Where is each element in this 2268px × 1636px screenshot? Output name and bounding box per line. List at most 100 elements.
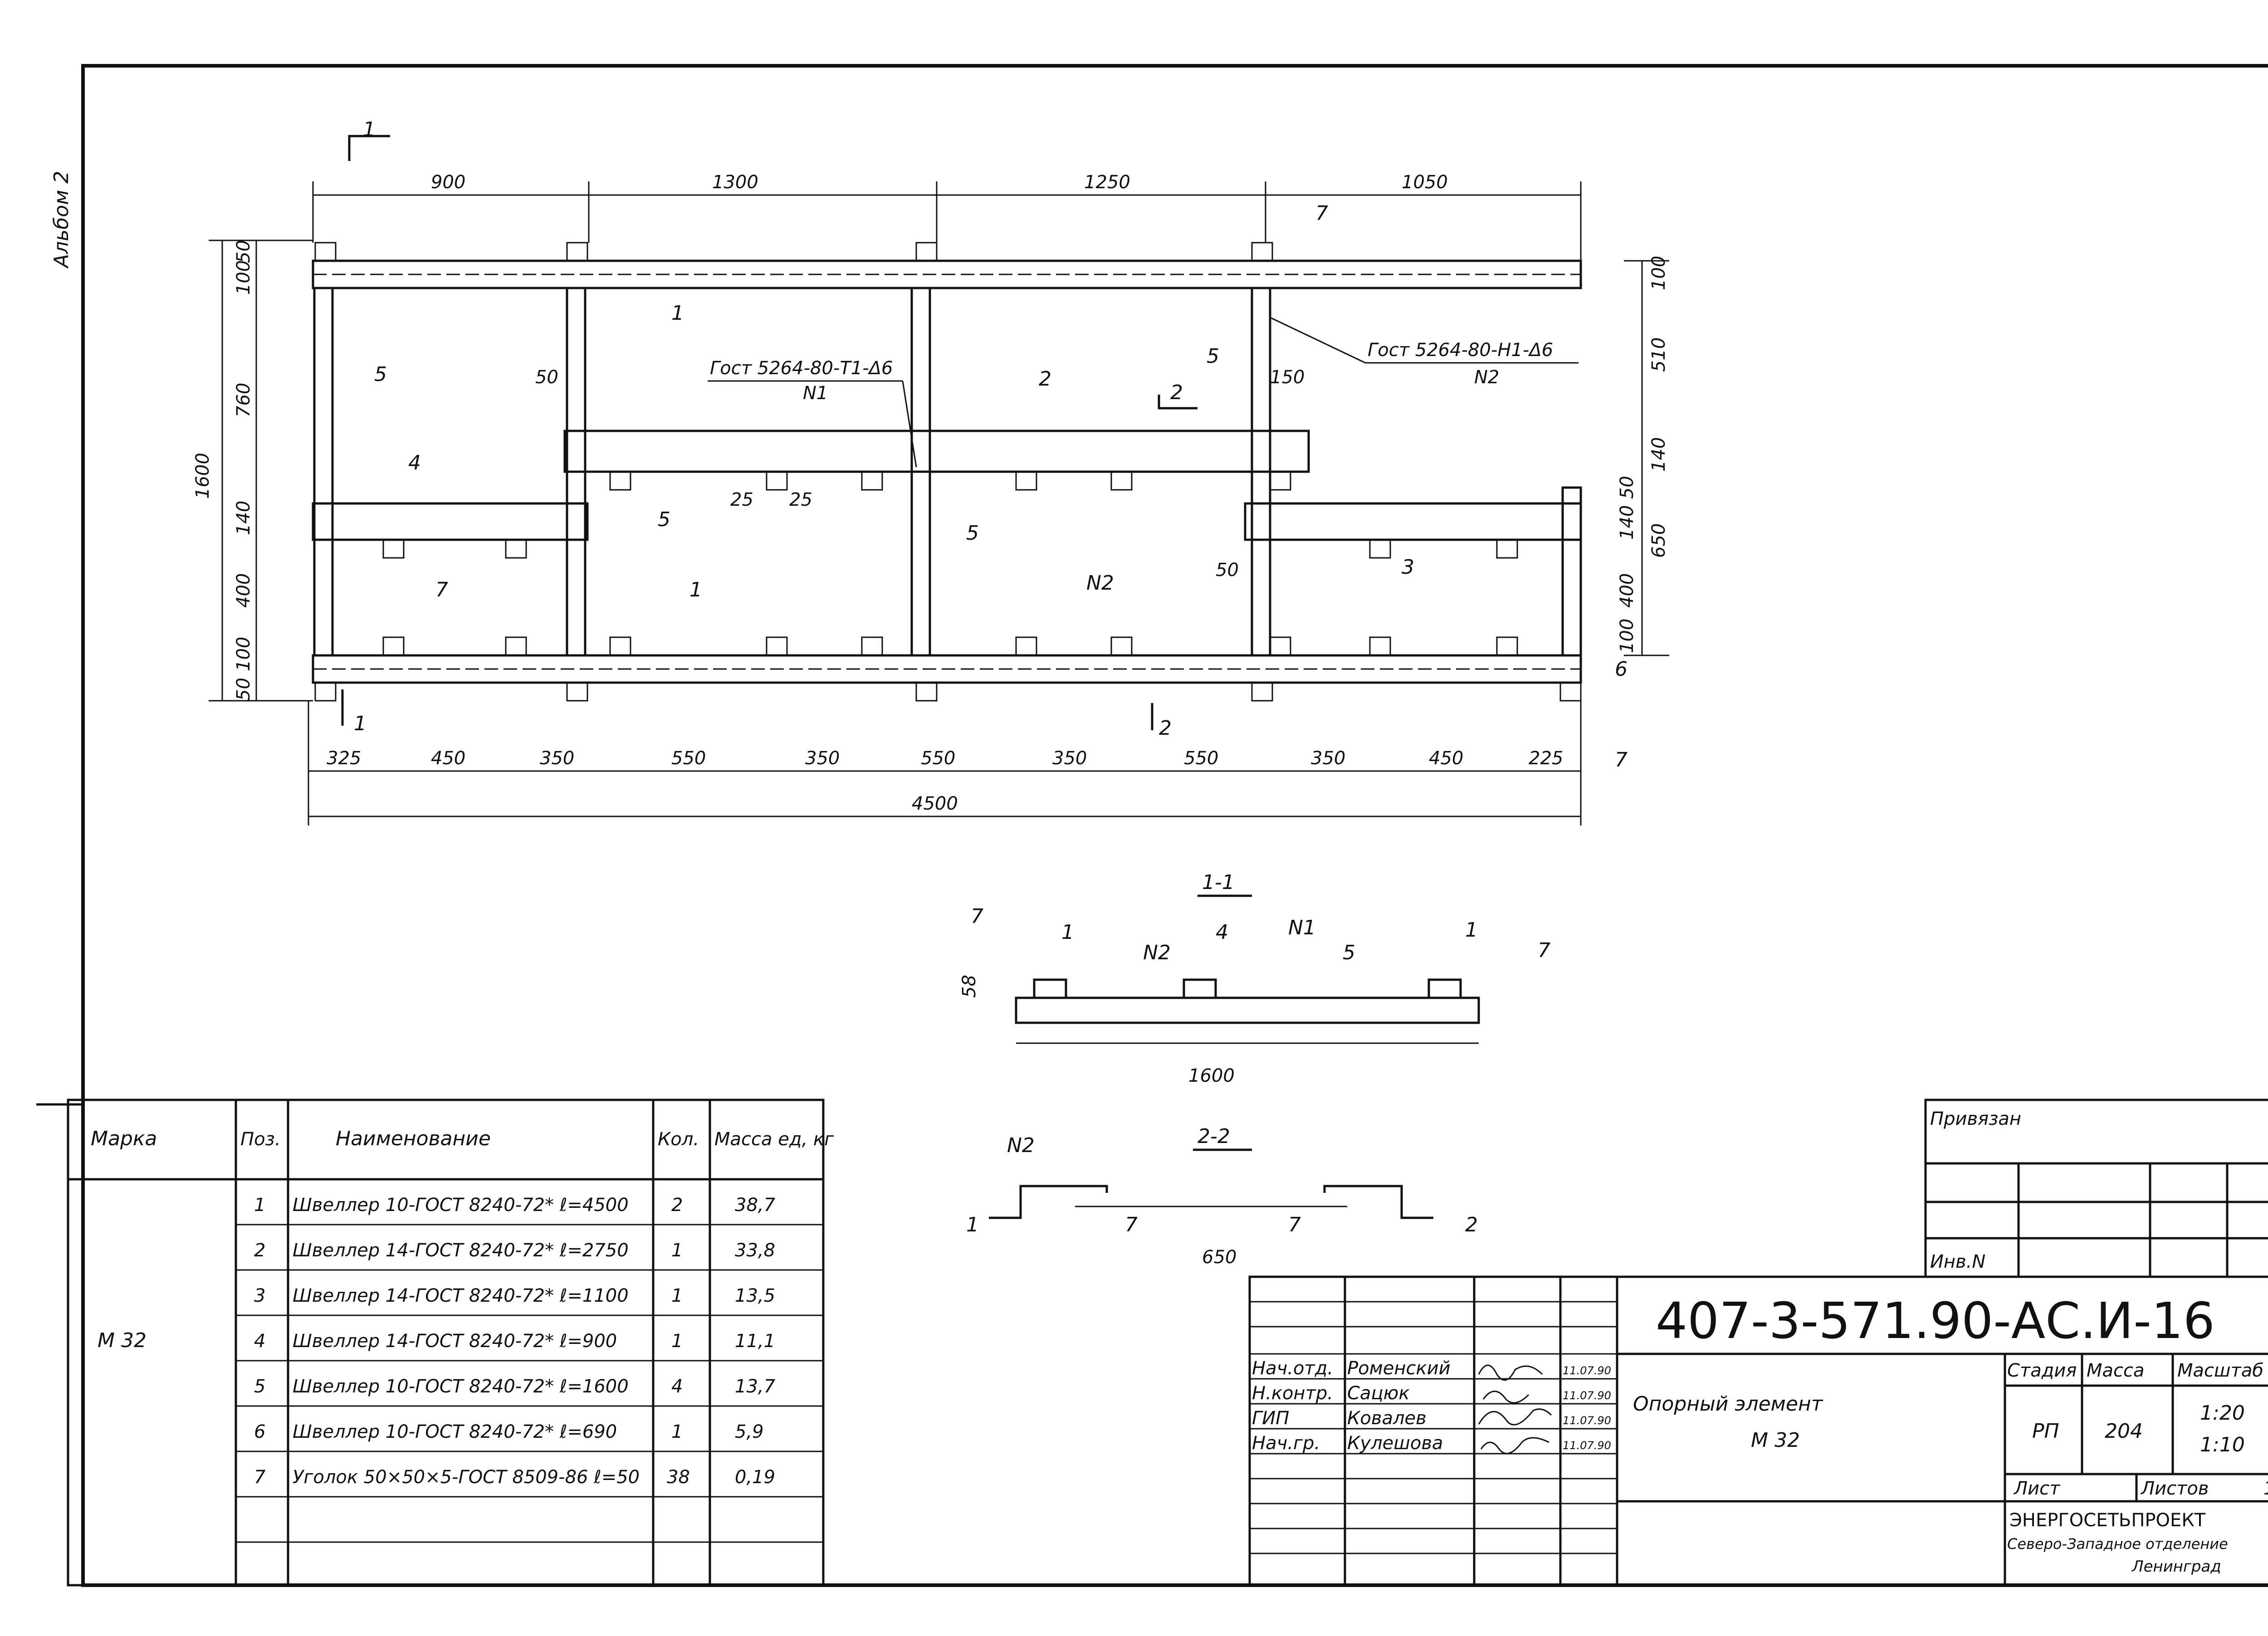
s22-label-3: 7 [1288, 1213, 1301, 1236]
spec-row-5-mass: 13,7 [735, 1376, 776, 1397]
spec-row: 4 Швеллер 14-ГОСТ 8240-72* ℓ=900 1 11,1 [254, 1331, 775, 1352]
channel-4 [312, 502, 589, 541]
right-dimension-chain [1624, 260, 1669, 656]
signature-row: Нач.отд. Роменский 11.07.90 [1252, 1358, 1611, 1379]
sig-role-4: Нач.гр. [1252, 1433, 1320, 1454]
section-1-1-title: 1-1 [1202, 871, 1235, 894]
spec-row-2-name: Швеллер 14-ГОСТ 8240-72* ℓ=2750 [293, 1240, 629, 1261]
left-dim-5: 400 [233, 573, 254, 608]
left-dim-3: 760 [233, 383, 254, 417]
spec-header-pos: Поз. [240, 1129, 281, 1150]
binding-label: Привязан [1930, 1109, 2021, 1129]
bottom-dim-8: 550 [1184, 748, 1218, 769]
spec-row-1-pos: 1 [254, 1195, 265, 1216]
mass-value: 204 [2105, 1420, 2143, 1443]
overall-width-dim: 4500 [912, 793, 958, 814]
top-dimension-chain [312, 181, 1582, 261]
scale-value-2: 1:10 [2200, 1433, 2245, 1456]
weld-2-text: Гост 5264-80-Н1-Δ6 [1368, 340, 1553, 361]
stage-label: Стадия [2007, 1360, 2077, 1381]
s11-label-2: 1 [1061, 921, 1074, 944]
left-dimension-chain [209, 239, 313, 702]
bottom-dim-5: 350 [805, 748, 840, 769]
sig-role-1: Нач.отд. [1252, 1358, 1333, 1379]
spec-row-4-name: Швеллер 14-ГОСТ 8240-72* ℓ=900 [293, 1331, 617, 1352]
org-name: ЭНЕРГОСЕТЬПРОЕКТ [2009, 1510, 2206, 1531]
bottom-dim-2: 450 [431, 748, 465, 769]
s11-label-6: 5 [1343, 941, 1355, 964]
left-dim-1: 50 [233, 240, 254, 263]
left-dim-6: 100 [233, 637, 254, 671]
spec-row-3-name: Швеллер 14-ГОСТ 8240-72* ℓ=1100 [293, 1285, 629, 1306]
section-1-1-height: 58 [959, 975, 980, 998]
pos-label-1-top: 1 [671, 302, 684, 325]
pos-label-7-left: 7 [435, 578, 448, 601]
bottom-dim-10: 450 [1429, 748, 1463, 769]
inner-dim-4: 25 [789, 489, 812, 510]
s11-label-4: 4 [1216, 921, 1228, 944]
pos-label-5-d: 5 [1207, 345, 1219, 368]
channel-5-b [566, 287, 587, 657]
spec-header-mark: Марка [91, 1127, 157, 1150]
spec-row-1-mass: 38,7 [735, 1195, 776, 1216]
s22-node: N2 [1007, 1134, 1035, 1157]
pos-label-7-top: 7 [1315, 202, 1328, 225]
spec-row-7-pos: 7 [254, 1467, 266, 1488]
weld-leaders [708, 317, 1579, 468]
right-dim-8: 650 [1648, 523, 1669, 558]
section-1-1-base [1015, 996, 1480, 1024]
bottom-dim-1: 325 [327, 748, 361, 769]
mass-label: Масса [2087, 1360, 2145, 1381]
top-dim-4: 1050 [1402, 172, 1448, 193]
bottom-dim-11: 225 [1529, 748, 1563, 769]
pos-label-6: 6 [1615, 658, 1628, 681]
specification-table: Марка Поз. Наименование Кол. Масса ед, к… [67, 1099, 834, 1587]
left-dim-7: 50 [233, 678, 254, 701]
signature-row: Н.контр. Сацюк 11.07.90 [1252, 1383, 1611, 1404]
section-1-1: 1-1 1600 58 7 1 N2 4 N1 5 1 7 [959, 871, 1550, 1086]
sig-date-1: 11.07.90 [1563, 1364, 1611, 1377]
s11-label-3: N2 [1143, 941, 1171, 964]
spec-row-2-qty: 1 [671, 1240, 683, 1261]
section-marks [341, 135, 1198, 730]
org-city: Ленинград [2131, 1558, 2221, 1576]
top-dim-3: 1250 [1084, 172, 1130, 193]
section-mark-1-bottom: 1 [354, 712, 367, 735]
section-mark-2-top: 2 [1170, 381, 1183, 404]
spec-row-4-qty: 1 [671, 1331, 683, 1352]
bottom-dim-7: 350 [1052, 748, 1087, 769]
title-block: 407-3-571.90-АС.И-16 Опорный элемент М 3… [1248, 1275, 2268, 1587]
right-dim-7: 100 [1617, 619, 1637, 653]
spec-row-1-qty: 2 [671, 1195, 683, 1216]
stage-value: РП [2032, 1420, 2059, 1443]
sheet-frame [81, 64, 2268, 1587]
sheet-label: Лист [2013, 1478, 2061, 1499]
s22-label-4: 2 [1465, 1213, 1478, 1236]
inner-dim-2: 150 [1270, 367, 1305, 388]
pos-label-7-right: 7 [1615, 748, 1628, 772]
album-label: Альбом 2 [50, 171, 73, 269]
sig-role-3: ГИП [1252, 1408, 1289, 1429]
bottom-dim-9: 350 [1311, 748, 1345, 769]
sig-date-2: 11.07.90 [1563, 1389, 1611, 1402]
inventory-label: Инв.N [1930, 1251, 1985, 1272]
s11-label-1: 7 [971, 905, 983, 928]
s22-label-1: 1 [966, 1213, 979, 1236]
section-1-1-width: 1600 [1188, 1065, 1235, 1086]
scale-label: Масштаб [2177, 1360, 2263, 1381]
pos-label-1-bottom: 1 [689, 578, 702, 601]
bottom-dim-6: 550 [921, 748, 955, 769]
spec-mark: М 32 [98, 1329, 147, 1352]
sheets-label: Листов [2140, 1478, 2209, 1499]
sig-name-4: Кулешова [1347, 1433, 1443, 1454]
sig-role-2: Н.контр. [1252, 1383, 1333, 1404]
s11-label-8: 7 [1538, 939, 1550, 962]
sheets-value: 1 [2263, 1478, 2268, 1499]
section-mark-1-top: 1 [363, 118, 376, 141]
spec-row-2-pos: 2 [254, 1240, 265, 1261]
channel-5-a [313, 287, 334, 657]
spec-row-1-name: Швеллер 10-ГОСТ 8240-72* ℓ=4500 [293, 1195, 629, 1216]
spec-row: 2 Швеллер 14-ГОСТ 8240-72* ℓ=2750 1 33,8 [254, 1240, 775, 1261]
spec-header-mass: Масса ед, кг [714, 1129, 834, 1150]
